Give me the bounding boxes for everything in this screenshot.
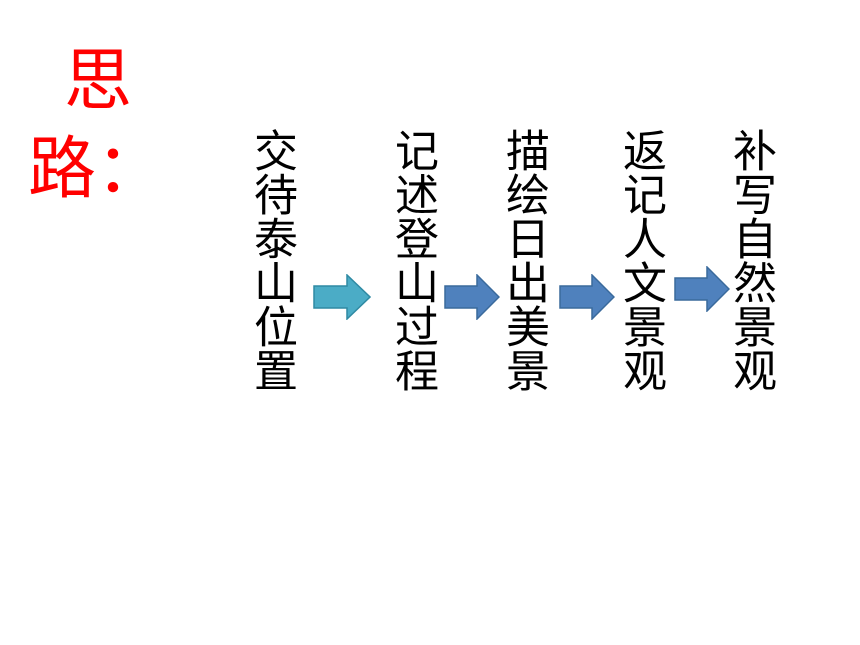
diagram-title: 思 路： <box>28 38 165 214</box>
arrow-right-icon <box>559 274 615 320</box>
step-1-label: 交待泰山位置 <box>246 128 297 392</box>
step-5-label: 补写自然景观 <box>725 128 776 392</box>
title-line-2: 路： <box>28 130 165 209</box>
step-4-label: 返记人文景观 <box>615 128 666 392</box>
step-3-label: 描绘日出美景 <box>498 128 549 392</box>
arrow-right-icon <box>313 274 371 320</box>
arrow-right-icon <box>444 274 500 320</box>
title-line-1: 思 <box>64 42 133 121</box>
arrow-right-icon <box>674 266 730 312</box>
step-2-label: 记述登山过程 <box>387 128 438 392</box>
